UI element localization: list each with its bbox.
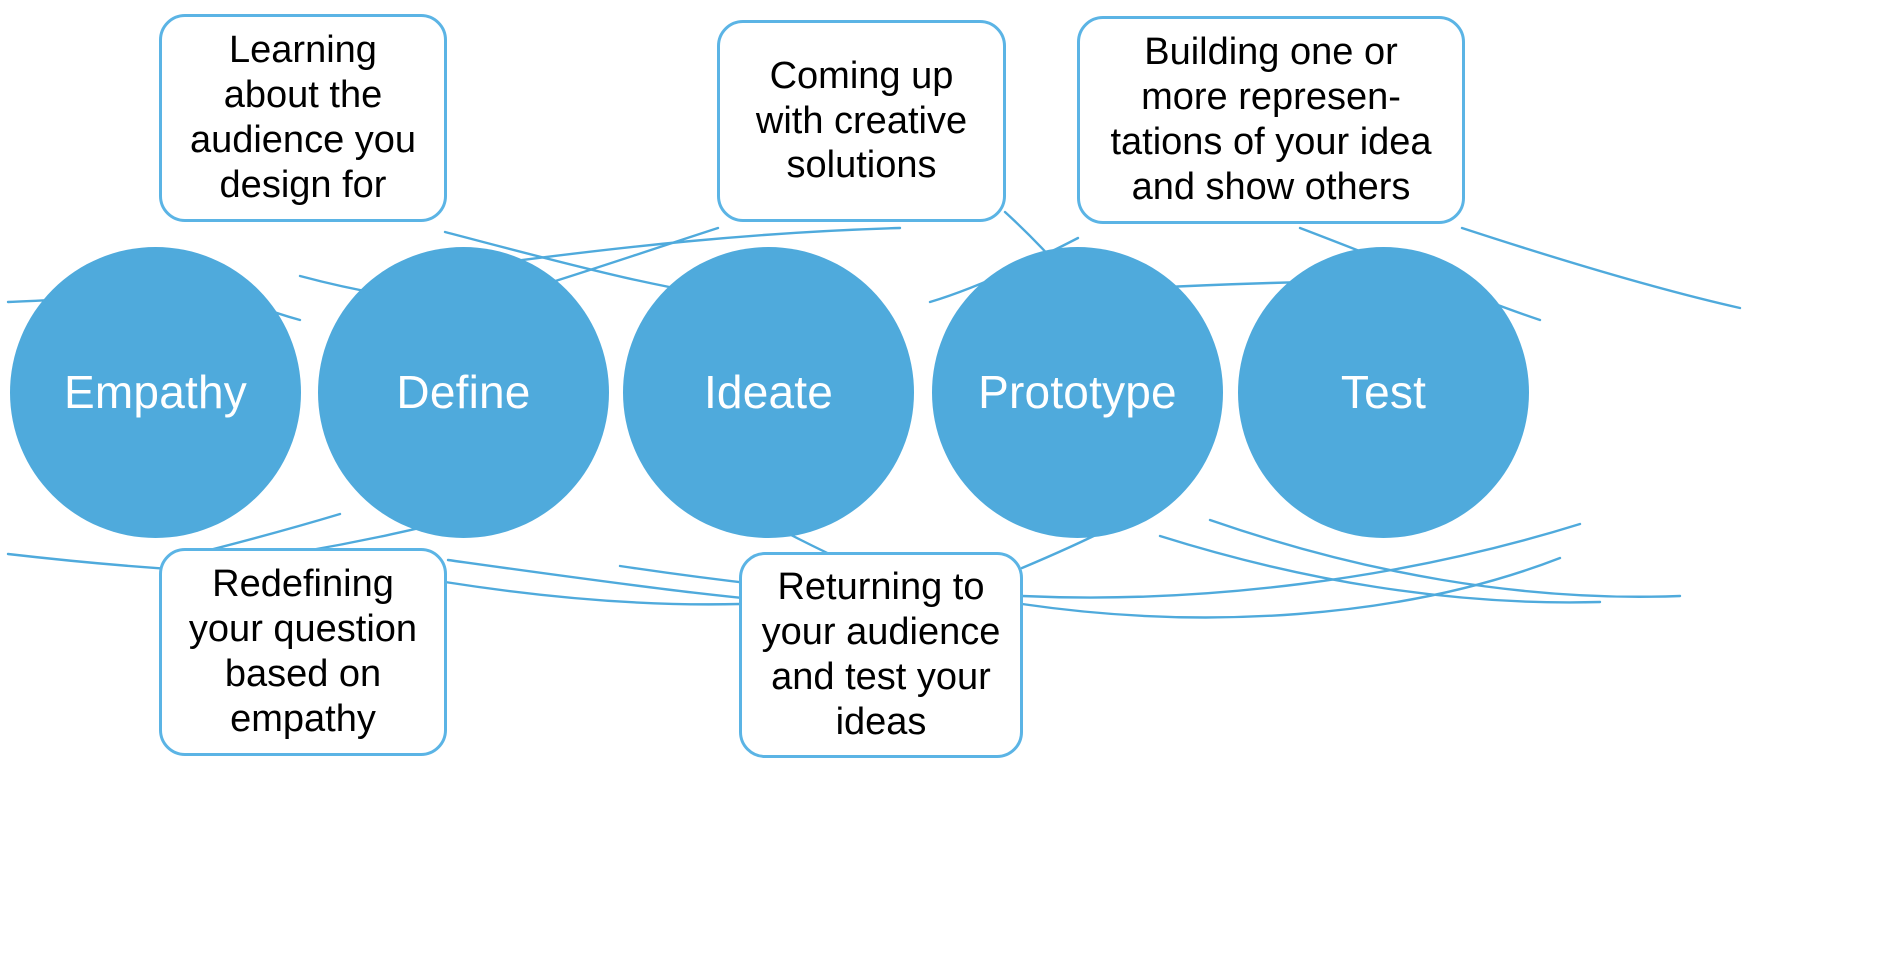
connector-test-box-to-test [1020, 556, 1562, 619]
callout-prototype-text: Building one or more represen- tations o… [1110, 31, 1432, 208]
connector-define-box-to-ideate [443, 580, 742, 606]
callout-test-description[interactable]: Returning to your audience and test your… [739, 552, 1023, 758]
callout-prototype-description[interactable]: Building one or more represen- tations o… [1077, 16, 1465, 224]
stage-circle-test[interactable]: Test [1238, 247, 1529, 538]
callout-test-text: Returning to your audience and test your… [761, 566, 1001, 743]
stage-circle-define[interactable]: Define [318, 247, 609, 538]
connector-top-right-sweep [1460, 226, 1742, 310]
stage-label-empathy: Empathy [64, 366, 247, 419]
callout-empathy-description[interactable]: Learning about the audience you design f… [159, 14, 447, 222]
stage-label-prototype: Prototype [978, 366, 1177, 419]
stage-circle-ideate[interactable]: Ideate [623, 247, 914, 538]
callout-define-text: Redefining your question based on empath… [188, 563, 418, 740]
stage-label-define: Define [396, 366, 531, 419]
stage-label-ideate: Ideate [703, 366, 834, 419]
stage-circle-empathy[interactable]: Empathy [10, 247, 301, 538]
connector-bottom-far-right [1208, 518, 1682, 598]
callout-ideate-description[interactable]: Coming up with creative solutions [717, 20, 1006, 222]
connector-prototype-to-test-bottom [1158, 534, 1602, 604]
stage-circle-prototype[interactable]: Prototype [932, 247, 1223, 538]
callout-ideate-text: Coming up with creative solutions [755, 54, 968, 187]
stage-label-test: Test [1340, 366, 1427, 419]
callout-define-description[interactable]: Redefining your question based on empath… [159, 548, 447, 756]
callout-empathy-text: Learning about the audience you design f… [189, 29, 417, 206]
